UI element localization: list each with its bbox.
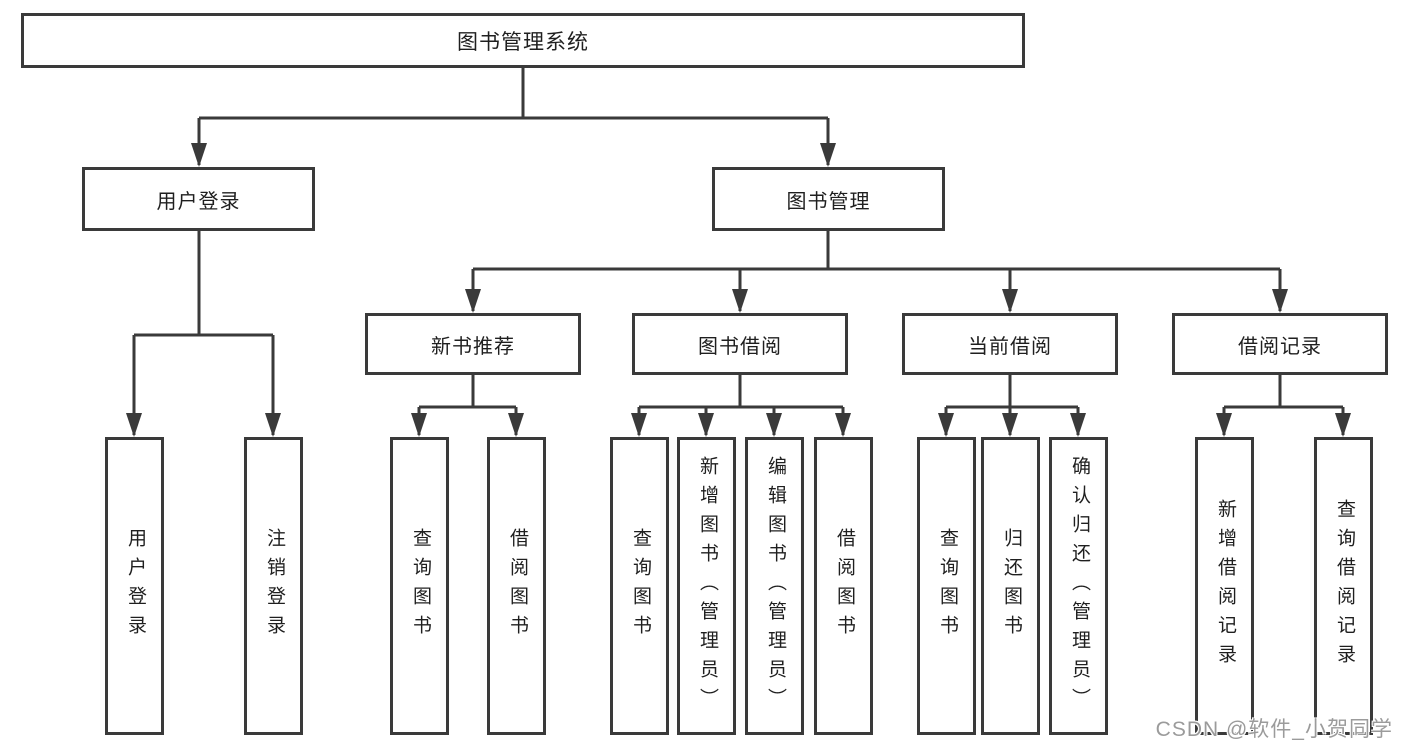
leaf-recommend-borrow-book: 借阅图书	[487, 437, 546, 735]
node-new-book-recommendation: 新书推荐	[365, 313, 581, 375]
leaf-current-query-book: 查询图书	[917, 437, 976, 735]
leaf-logout-login: 注销登录	[244, 437, 303, 735]
node-book-borrowing: 图书借阅	[632, 313, 848, 375]
leaf-current-return-book: 归还图书	[981, 437, 1040, 735]
leaf-borrowing-add-book-admin: 新增图书（管理员）	[677, 437, 736, 735]
node-borrowing-records: 借阅记录	[1172, 313, 1388, 375]
leaf-recommend-query-book: 查询图书	[390, 437, 449, 735]
leaf-borrowing-borrow-book: 借阅图书	[814, 437, 873, 735]
node-book-management: 图书管理	[712, 167, 945, 231]
leaf-records-add-borrow-record: 新增借阅记录	[1195, 437, 1254, 735]
csdn-watermark: CSDN @软件_小贺同学	[1155, 718, 1393, 741]
node-current-borrowing: 当前借阅	[902, 313, 1118, 375]
leaf-user-login: 用户登录	[105, 437, 164, 735]
leaf-current-confirm-return-admin: 确认归还（管理员）	[1049, 437, 1108, 735]
node-user-login: 用户登录	[82, 167, 315, 231]
arrowheads	[126, 143, 1351, 437]
leaf-records-query-borrow-record: 查询借阅记录	[1314, 437, 1373, 735]
node-library-management-system: 图书管理系统	[21, 13, 1025, 68]
leaf-borrowing-edit-book-admin: 编辑图书（管理员）	[745, 437, 804, 735]
leaf-borrowing-query-book: 查询图书	[610, 437, 669, 735]
